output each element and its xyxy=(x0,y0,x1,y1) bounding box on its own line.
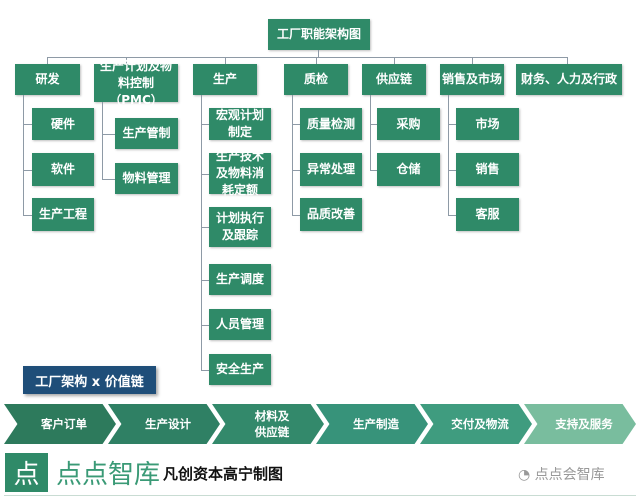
department-node: 研发 xyxy=(15,64,80,95)
child-node: 生产调度 xyxy=(209,264,271,295)
brand-logo: 点 xyxy=(5,453,48,492)
connector xyxy=(201,95,202,370)
connector xyxy=(201,369,209,371)
watermark-text: 点点会智库 xyxy=(534,467,605,483)
credit-text: 凡创资本高宁制图 xyxy=(163,465,284,483)
connector xyxy=(201,279,209,281)
connector xyxy=(370,169,377,171)
connector xyxy=(448,169,456,171)
value-chain-banner: 工厂架构 x 价值链 xyxy=(23,366,156,394)
connector xyxy=(201,124,209,125)
watermark: ◔ 点点会智库 xyxy=(518,464,605,484)
connector xyxy=(102,178,115,180)
child-node: 市场 xyxy=(456,108,519,140)
connector xyxy=(201,227,209,228)
connector xyxy=(23,124,32,125)
child-node: 生产管制 xyxy=(115,118,178,149)
connector xyxy=(370,95,371,170)
department-node: 生产计划及物料控制（PMC） xyxy=(94,59,178,107)
child-node: 品质改善 xyxy=(300,198,362,231)
footer-divider xyxy=(4,495,636,496)
child-node: 质量检测 xyxy=(300,108,362,140)
connector xyxy=(23,95,24,215)
value-chain-step: 生产设计 xyxy=(108,404,220,444)
connector xyxy=(292,169,300,171)
connector xyxy=(292,214,300,216)
department-node: 生产 xyxy=(193,64,257,95)
child-node: 软件 xyxy=(32,153,94,186)
department-node: 销售及市场 xyxy=(440,64,504,95)
child-node: 物料管理 xyxy=(115,163,178,194)
connector xyxy=(448,124,456,125)
child-node: 硬件 xyxy=(32,108,94,140)
connector xyxy=(102,102,103,179)
child-node: 客服 xyxy=(456,198,519,231)
root-node: 工厂职能架构图 xyxy=(268,19,370,50)
connector xyxy=(448,95,449,215)
connector xyxy=(23,169,32,171)
child-node: 仓储 xyxy=(377,153,440,186)
department-node: 质检 xyxy=(284,64,348,95)
child-node: 异常处理 xyxy=(300,153,362,186)
child-node: 计划执行及跟踪 xyxy=(209,207,271,247)
child-node: 安全生产 xyxy=(209,354,271,385)
connector xyxy=(47,57,568,58)
connector xyxy=(102,133,115,135)
value-chain-step: 客户订单 xyxy=(4,404,116,444)
connector xyxy=(292,124,300,125)
child-node: 生产技术及物料消耗定额 xyxy=(209,149,271,197)
value-chain-step: 支持及服务 xyxy=(524,404,636,444)
connector xyxy=(47,57,48,64)
child-node: 人员管理 xyxy=(209,309,271,340)
wechat-icon: ◔ xyxy=(518,467,535,483)
value-chain-step: 交付及物流 xyxy=(420,404,532,444)
connector xyxy=(225,57,226,64)
child-node: 生产工程 xyxy=(32,198,94,231)
brand-name: 点点智库 xyxy=(56,460,161,490)
department-node: 财务、人力及行政 xyxy=(516,64,622,95)
connector xyxy=(23,214,32,216)
value-chain-step: 生产制造 xyxy=(316,404,428,444)
connector xyxy=(316,57,317,64)
department-node: 供应链 xyxy=(362,64,426,95)
value-chain-step: 材料及供应链 xyxy=(212,404,324,444)
connector xyxy=(567,57,568,64)
connector xyxy=(126,57,127,64)
connector xyxy=(370,124,377,125)
connector xyxy=(318,50,319,57)
connector xyxy=(394,57,395,64)
child-node: 宏观计划制定 xyxy=(209,108,271,140)
connector xyxy=(448,214,456,216)
connector xyxy=(201,324,209,326)
connector xyxy=(201,173,209,175)
child-node: 销售 xyxy=(456,153,519,186)
connector xyxy=(472,57,473,64)
connector xyxy=(292,95,293,215)
child-node: 采购 xyxy=(377,108,440,140)
